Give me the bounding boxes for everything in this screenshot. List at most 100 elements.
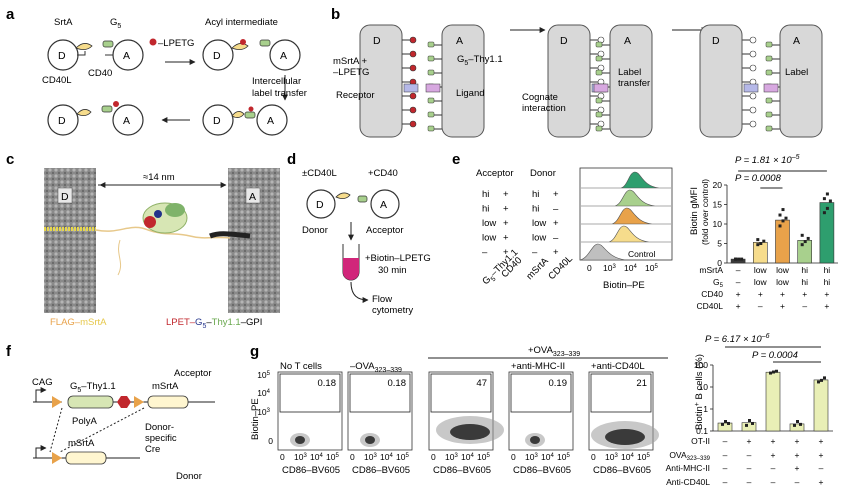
srta-node xyxy=(749,92,757,100)
row-label: OVA323–339 xyxy=(669,450,710,462)
donor-membrane xyxy=(547,24,591,138)
g5-shape xyxy=(101,105,113,113)
tick-part: 5 xyxy=(267,371,271,377)
biotin-label: +Biotin–LPETG xyxy=(365,253,431,264)
row-cell: – xyxy=(723,463,728,473)
lpetg-dot xyxy=(248,106,254,112)
row-label: mSrtA xyxy=(699,265,723,275)
cell-label: D xyxy=(373,35,381,47)
x-tick-label: 104 xyxy=(380,452,393,462)
x-tick-label: 105 xyxy=(477,452,490,462)
row-label: OT-II xyxy=(691,436,710,446)
x-tick-label: 0 xyxy=(280,452,285,462)
flow-xlabel: CD86–BV605 xyxy=(593,465,651,476)
y-tick-label: 104 xyxy=(257,388,270,398)
data-point xyxy=(772,370,775,374)
x-tick-label: 105 xyxy=(326,452,339,462)
tube-liquid xyxy=(343,258,359,280)
gate xyxy=(510,373,572,413)
hist-xtick: 103 xyxy=(603,263,616,273)
data-point xyxy=(781,208,785,212)
bar xyxy=(765,371,781,432)
g5-node xyxy=(595,111,603,118)
gate-percent: 0.18 xyxy=(318,378,337,389)
cd40-label: +CD40 xyxy=(368,168,398,179)
y-tick-label: 0 xyxy=(268,436,273,446)
bar xyxy=(797,240,813,264)
tick-part: 4 xyxy=(550,453,554,459)
row-cell: + xyxy=(736,301,741,311)
data-point xyxy=(759,242,763,245)
condition-cell: + xyxy=(503,218,509,229)
g5-node xyxy=(595,125,603,132)
x-tick-label: 105 xyxy=(637,452,650,462)
g5-structure xyxy=(154,210,162,218)
data-point xyxy=(775,369,778,373)
condition-cell: + xyxy=(503,189,509,200)
row-cell: hi xyxy=(801,277,808,287)
row-label: CD40L xyxy=(697,301,724,311)
tick-part: 5 xyxy=(566,453,570,459)
condition-table: hi+hi+hi+hi–low+low+low+low––+–+ xyxy=(482,189,559,258)
flow-xlabel: CD86–BV605 xyxy=(513,465,571,476)
x-tick-label: 104 xyxy=(461,452,474,462)
tick-part: 10 xyxy=(310,452,320,462)
srta-label: SrtA xyxy=(54,17,73,28)
data-point xyxy=(784,216,788,220)
flow-ylabel: Biotin–PE xyxy=(250,398,261,440)
ligand-shape xyxy=(425,83,441,93)
row-cell: + xyxy=(747,436,752,446)
srta-node xyxy=(749,106,757,114)
g5-node xyxy=(595,97,603,104)
cell-label: D xyxy=(560,35,568,47)
label-transfer: transfer xyxy=(618,78,650,89)
flow-xlabel: CD86–BV605 xyxy=(352,465,410,476)
density-core xyxy=(530,436,540,444)
g5-node xyxy=(427,41,435,48)
tick-part: 5 xyxy=(646,453,650,459)
plot-title: +anti-CD40L xyxy=(591,361,645,372)
data-point xyxy=(799,422,802,426)
tick-part: 10 xyxy=(396,452,406,462)
data-point xyxy=(724,420,727,424)
donor-cell xyxy=(47,104,79,136)
lpetg-label: –LPETG xyxy=(333,67,369,78)
acceptor-label: Acceptor xyxy=(174,368,212,379)
data-point xyxy=(823,376,826,380)
cd40l-label: CD40L xyxy=(42,75,72,86)
tick-part: 10 xyxy=(257,388,267,398)
row-cell: – xyxy=(819,463,824,473)
row-label: CD40 xyxy=(701,289,723,299)
cell-label: D xyxy=(58,115,66,127)
histogram-trace xyxy=(581,189,671,207)
data-point xyxy=(820,378,823,382)
donor-membrane xyxy=(699,24,743,138)
panel-letter-g: g xyxy=(250,343,259,360)
y-tick-label: 0.1 xyxy=(696,426,708,436)
srta-node xyxy=(749,120,757,128)
x-tick-label: 105 xyxy=(557,452,570,462)
data-point xyxy=(756,238,760,242)
bar xyxy=(717,422,733,432)
bar xyxy=(789,423,805,432)
receptor-group xyxy=(402,36,780,132)
acceptor-membrane xyxy=(441,24,485,138)
hist-xtick: 105 xyxy=(645,263,658,273)
panel-c: c D A ≈14 nm FLAG–mSrtA LPET–G5–Thy1.1–G… xyxy=(6,151,280,330)
bar-ylabel: Biotin+ B cells (%) xyxy=(694,354,705,430)
data-point xyxy=(793,423,796,427)
row-label: Anti-MHC-II xyxy=(666,463,710,473)
srta-node xyxy=(749,36,757,44)
y-tick-label: 10 xyxy=(713,219,723,229)
data-point xyxy=(740,257,744,261)
distance-label: ≈14 nm xyxy=(143,172,175,183)
gate-percent: 47 xyxy=(476,378,487,389)
polya-label: PolyA xyxy=(72,416,97,427)
bar-ylabel: Biotin gMFI xyxy=(689,187,700,235)
tick-part: 5 xyxy=(335,453,339,459)
g5-node xyxy=(427,111,435,118)
promoter-arrow xyxy=(35,445,47,458)
